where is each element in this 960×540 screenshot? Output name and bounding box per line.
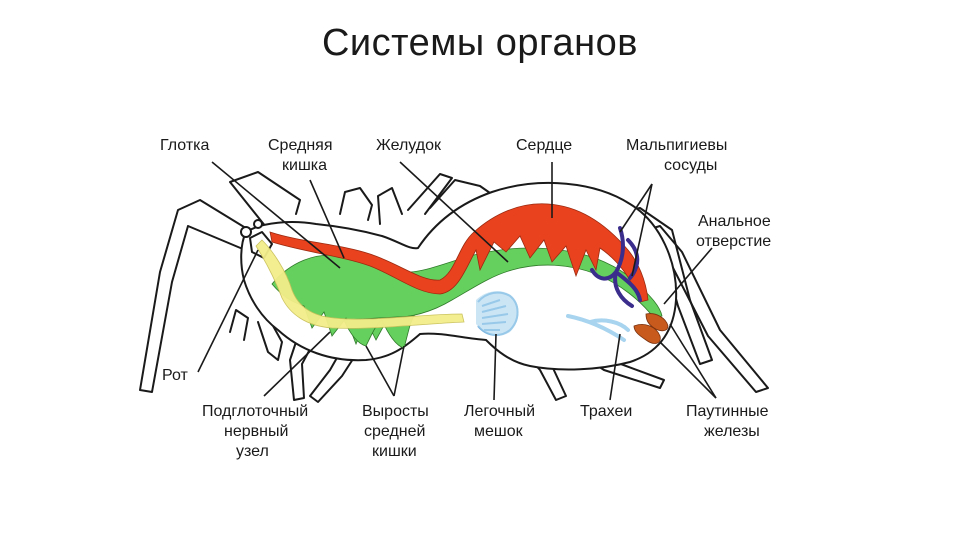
label-outgrowths-line3: кишки: [372, 443, 417, 460]
label-mouth: Рот: [162, 367, 189, 384]
label-ganglion-line1: Подглоточный: [202, 403, 308, 420]
label-outgrowths-line1: Выросты: [362, 403, 429, 420]
label-tracheae: Трахеи: [580, 403, 632, 420]
label-anus-line2: отверстие: [696, 233, 771, 250]
label-lung-line1: Легочный: [464, 403, 535, 420]
label-ganglion-line2: нервный: [224, 423, 288, 440]
label-silk-line1: Паутинные: [686, 403, 769, 420]
label-midgut-line2: кишка: [282, 157, 327, 174]
label-malpighian-line2: сосуды: [664, 157, 717, 174]
label-lung-line2: мешок: [474, 423, 524, 440]
label-silk-line2: железы: [704, 423, 760, 440]
label-outgrowths-line2: средней: [364, 423, 425, 440]
book-lung-fill: [476, 291, 519, 336]
label-ganglion-line3: узел: [236, 443, 269, 460]
label-anus-line1: Анальное: [698, 213, 771, 230]
label-stomach: Желудок: [376, 137, 442, 154]
label-pharynx: Глотка: [160, 137, 210, 154]
label-heart: Сердце: [516, 137, 572, 154]
label-midgut-line1: Средняя: [268, 137, 333, 154]
label-malpighian-line1: Мальпигиевы: [626, 137, 727, 154]
